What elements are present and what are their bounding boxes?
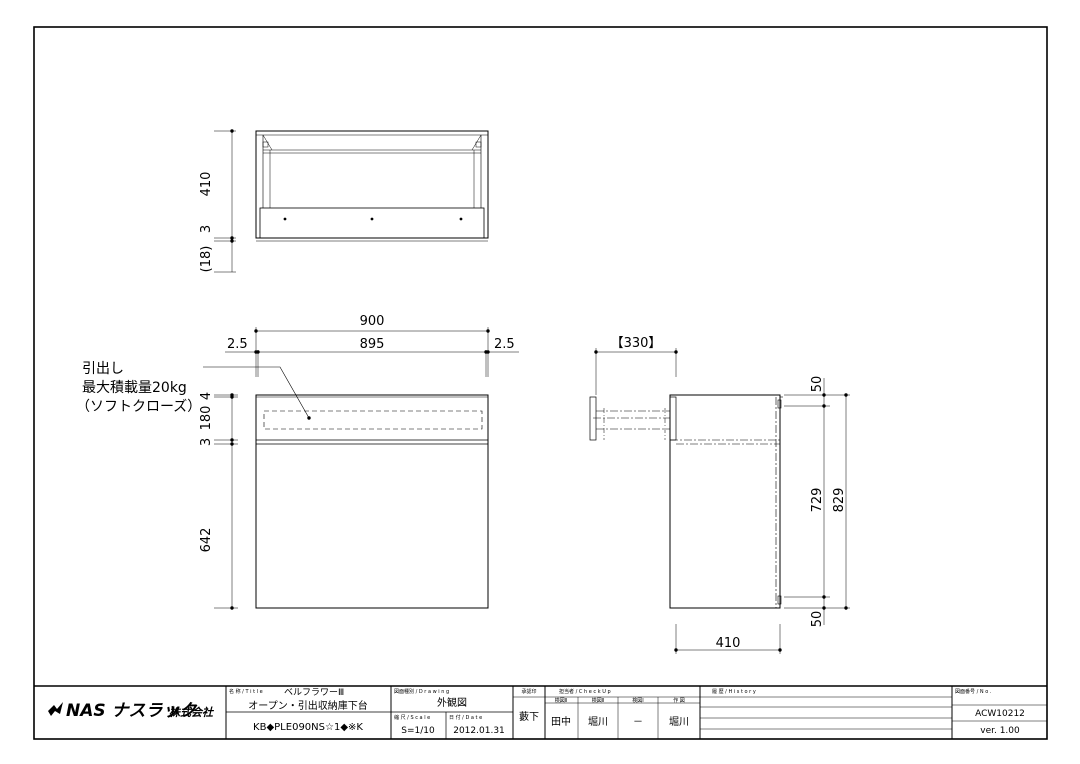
model-code: KB◆PLE090NS☆1◆※K	[253, 722, 363, 733]
dim-side-50-bottom: 50	[810, 611, 825, 628]
check-header-3: 検図Ⅰ	[632, 697, 643, 704]
check-header-4: 作 図	[673, 697, 685, 704]
approver-value: 藪下	[519, 710, 539, 723]
company-logo: NAS ナスラック 株式会社	[48, 701, 215, 721]
dim-top-410: 410	[199, 172, 214, 197]
date-label: 日 付 / D a t e	[449, 714, 482, 721]
dim-top-18: (18)	[199, 246, 214, 273]
check-header-1: 検図Ⅱ	[555, 697, 567, 704]
check-value-2: 堀川	[588, 716, 608, 728]
title-block	[34, 685, 1047, 739]
front-view	[203, 327, 519, 610]
note-line-3: （ソフトクローズ）	[76, 399, 201, 415]
drawing-value: 外観図	[437, 696, 467, 709]
check-value-4: 堀川	[669, 716, 689, 728]
dim-side-729: 729	[810, 488, 825, 513]
check-value-3: －	[633, 717, 643, 728]
dim-front-900: 900	[360, 314, 385, 329]
company-suffix: 株式会社	[169, 706, 215, 719]
note-line-1: 引出し	[82, 361, 124, 377]
scale-value: S=1/10	[401, 726, 435, 736]
dim-side-50-top: 50	[810, 376, 825, 393]
dim-front-642: 642	[199, 528, 214, 553]
title-label: 名 称 / T i t l e	[229, 688, 263, 695]
date-value: 2012.01.31	[453, 726, 505, 736]
history-label: 履 歴 / H i s t o r y	[712, 689, 756, 695]
company-brand: NAS ナスラック	[66, 701, 198, 721]
nas-mark-icon	[48, 702, 63, 716]
number-value: ACW10212	[975, 709, 1025, 719]
dim-side-330: 【330】	[611, 336, 662, 351]
version-value: ver. 1.00	[980, 726, 1020, 736]
product-series: ベルフラワーⅢ	[284, 687, 344, 698]
number-label: 図面番号 / N o .	[955, 688, 992, 695]
dim-front-895: 895	[360, 337, 385, 352]
dim-top-3: 3	[199, 225, 214, 233]
top-view	[214, 129, 489, 273]
note-line-2: 最大積載量20kg	[82, 380, 187, 396]
dim-side-829: 829	[832, 488, 847, 513]
check-value-1: 田中	[551, 715, 571, 728]
dim-front-4: 4	[199, 392, 214, 400]
product-desc: オープン・引出収納庫下台	[248, 699, 367, 712]
approver-label: 承認印	[521, 688, 536, 695]
sheet-border	[33, 26, 1048, 740]
dim-front-180: 180	[199, 406, 214, 431]
check-header-2: 検図Ⅱ	[592, 697, 604, 704]
dim-front-3: 3	[199, 438, 214, 446]
scale-label: 縮 尺 / S c a l e	[394, 714, 430, 721]
side-view	[589, 348, 850, 654]
check-label: 担当者 / C h e c k U p	[559, 688, 611, 695]
drawing-label: 図面種別 / D r a w i n g	[394, 688, 449, 695]
dim-side-410: 410	[716, 636, 741, 651]
dim-front-side-left: 2.5	[227, 337, 248, 352]
dim-front-side-right: 2.5	[494, 337, 515, 352]
